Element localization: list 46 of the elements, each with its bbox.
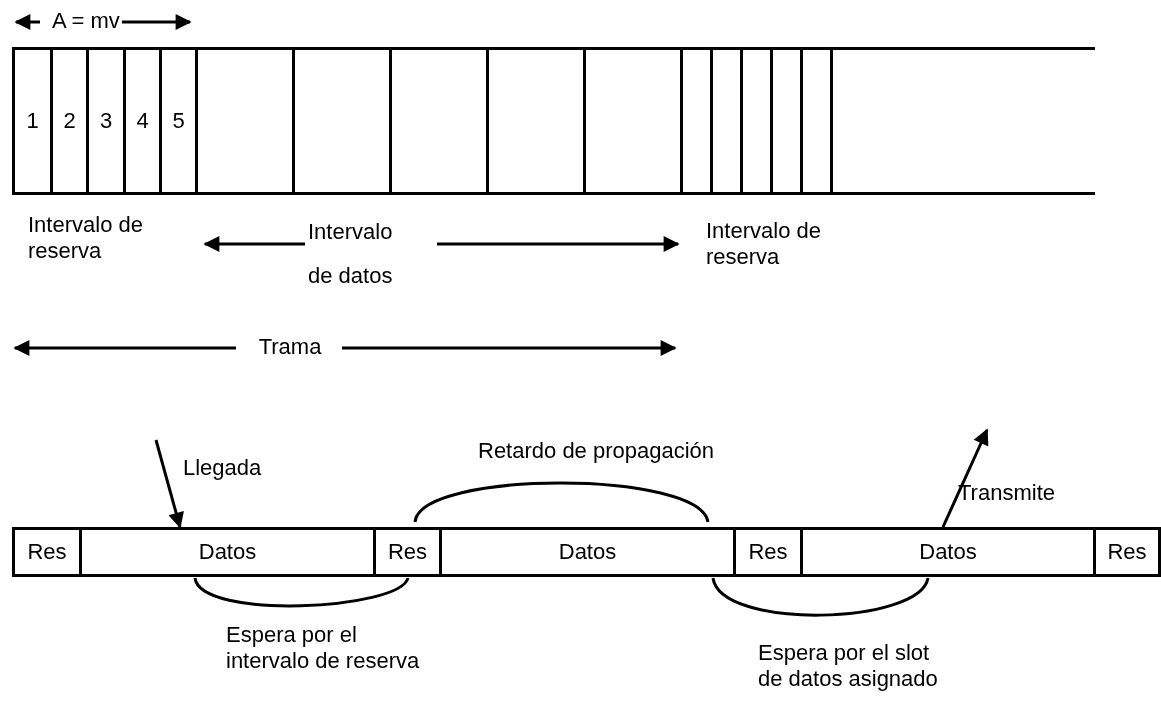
frame-segment — [439, 527, 736, 577]
frame-segment — [79, 527, 376, 577]
slot-cell — [770, 47, 803, 195]
slot-cell — [50, 47, 89, 195]
frame-segment — [733, 527, 803, 577]
slot-cell — [680, 47, 713, 195]
slot-cell — [159, 47, 198, 195]
cell-label: 3 — [99, 108, 113, 134]
arrow — [941, 428, 989, 528]
frame-segment — [12, 527, 82, 577]
slot-cell — [86, 47, 126, 195]
slot-cell — [486, 47, 586, 195]
cell-label: Res — [1107, 539, 1147, 565]
cell-label: Res — [387, 539, 428, 565]
cell-label: Datos — [198, 539, 257, 565]
slot-cell — [195, 47, 295, 195]
annotation-text: Transmite — [958, 480, 1056, 507]
annotation-text: Retardo de propagación — [478, 438, 716, 465]
slot-cell — [800, 47, 833, 195]
dimension-label: A = mv — [52, 8, 121, 35]
slot-cell — [389, 47, 489, 195]
cell-label: 4 — [136, 108, 149, 134]
annotation-text: Intervalo de reserva — [28, 212, 144, 265]
cell-label: Res — [27, 539, 67, 565]
slot-cell — [583, 47, 683, 195]
arrow — [154, 439, 184, 529]
cell-label: 5 — [172, 108, 185, 134]
annotation-text: Espera por el intervalo de reserva — [226, 622, 421, 675]
annotation-text: Llegada — [183, 455, 263, 482]
slot-cell — [12, 47, 53, 195]
slot-cell — [292, 47, 392, 195]
slot-cell — [123, 47, 162, 195]
cell-label: Datos — [558, 539, 617, 565]
annotation-text: Intervalo de datos — [308, 218, 394, 290]
frame-segment — [800, 527, 1096, 577]
cell-label: Datos — [919, 539, 977, 565]
frame-segment — [1093, 527, 1161, 577]
annotation-text: Espera por el slot de datos asignado — [758, 640, 939, 693]
cell-label: 2 — [63, 108, 76, 134]
cell-label: 1 — [26, 108, 39, 134]
annotation-text: Trama — [257, 334, 323, 361]
annotation-text: Intervalo de reserva — [706, 218, 822, 271]
frame-segment — [373, 527, 442, 577]
slot-cell — [740, 47, 773, 195]
cell-label: Res — [748, 539, 788, 565]
slot-cell — [710, 47, 743, 195]
